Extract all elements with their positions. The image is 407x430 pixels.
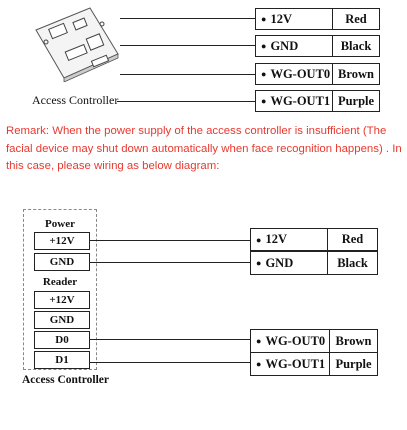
- reader-heading: Reader: [42, 276, 78, 288]
- wire-label-wg-out0: ●WG-OUT0: [255, 63, 333, 85]
- bullet-icon: ●: [261, 69, 267, 79]
- wire-label-12v: ●12V: [255, 8, 333, 30]
- bullet-icon: ●: [261, 14, 267, 24]
- wire-label-gnd: ●GND: [255, 35, 333, 57]
- reader-pin-gnd: GND: [34, 311, 90, 329]
- bullet-icon: ●: [256, 359, 262, 369]
- wire-label-wg-out0: ●WG-OUT0: [250, 329, 330, 353]
- wire-line-12v: [90, 240, 250, 241]
- wire-signal: 12V: [265, 232, 287, 246]
- wire-color-red: Red: [332, 8, 380, 30]
- wire-label-gnd: ●GND: [250, 251, 328, 275]
- wire-color-black: Black: [332, 35, 380, 57]
- remark-text: Remark: When the power supply of the acc…: [6, 125, 402, 172]
- power-pin-gnd: GND: [34, 253, 90, 271]
- wire-signal: WG-OUT1: [265, 356, 326, 371]
- wire-label-wg-out1: ●WG-OUT1: [255, 90, 333, 112]
- bullet-icon: ●: [261, 41, 267, 51]
- controller-dashed-box: [23, 209, 97, 370]
- wire-color-red: Red: [327, 228, 378, 251]
- wire-line-gnd: [90, 262, 250, 263]
- wire-color-black: Black: [327, 251, 378, 275]
- wire-line-wg-out1: [117, 101, 255, 102]
- wire-signal: WG-OUT1: [270, 93, 331, 108]
- wire-label-12v: ●12V: [250, 228, 328, 251]
- circuit-board-icon: [35, 7, 119, 83]
- reader-pin-12v: +12V: [34, 291, 90, 309]
- wire-color-purple: Purple: [332, 90, 380, 112]
- access-controller-caption: Access Controller: [22, 374, 109, 386]
- bullet-icon: ●: [256, 234, 262, 245]
- wire-line-12v: [120, 18, 255, 19]
- wire-signal: WG-OUT0: [270, 66, 331, 81]
- wire-label-wg-out1: ●WG-OUT1: [250, 352, 330, 376]
- wire-signal: GND: [270, 38, 299, 53]
- reader-pin-d0: D0: [34, 331, 90, 349]
- wire-signal: WG-OUT0: [265, 333, 326, 348]
- bullet-icon: ●: [256, 258, 262, 268]
- wire-line-gnd: [120, 45, 255, 46]
- wire-color-brown: Brown: [329, 329, 378, 353]
- reader-pin-d1: D1: [34, 351, 90, 369]
- wire-line-d1: [90, 362, 250, 363]
- wire-color-purple: Purple: [329, 352, 378, 376]
- wire-line-wg-out0: [120, 74, 255, 75]
- wire-line-d0: [90, 339, 250, 340]
- bullet-icon: ●: [261, 96, 267, 106]
- wire-signal: 12V: [270, 11, 292, 26]
- power-heading: Power: [45, 218, 75, 230]
- wire-signal: GND: [265, 255, 294, 270]
- wire-color-brown: Brown: [332, 63, 380, 85]
- power-pin-12v: +12V: [34, 232, 90, 250]
- access-controller-label: Access Controller: [32, 93, 119, 107]
- bullet-icon: ●: [256, 336, 262, 346]
- controller-board-image: [30, 2, 120, 83]
